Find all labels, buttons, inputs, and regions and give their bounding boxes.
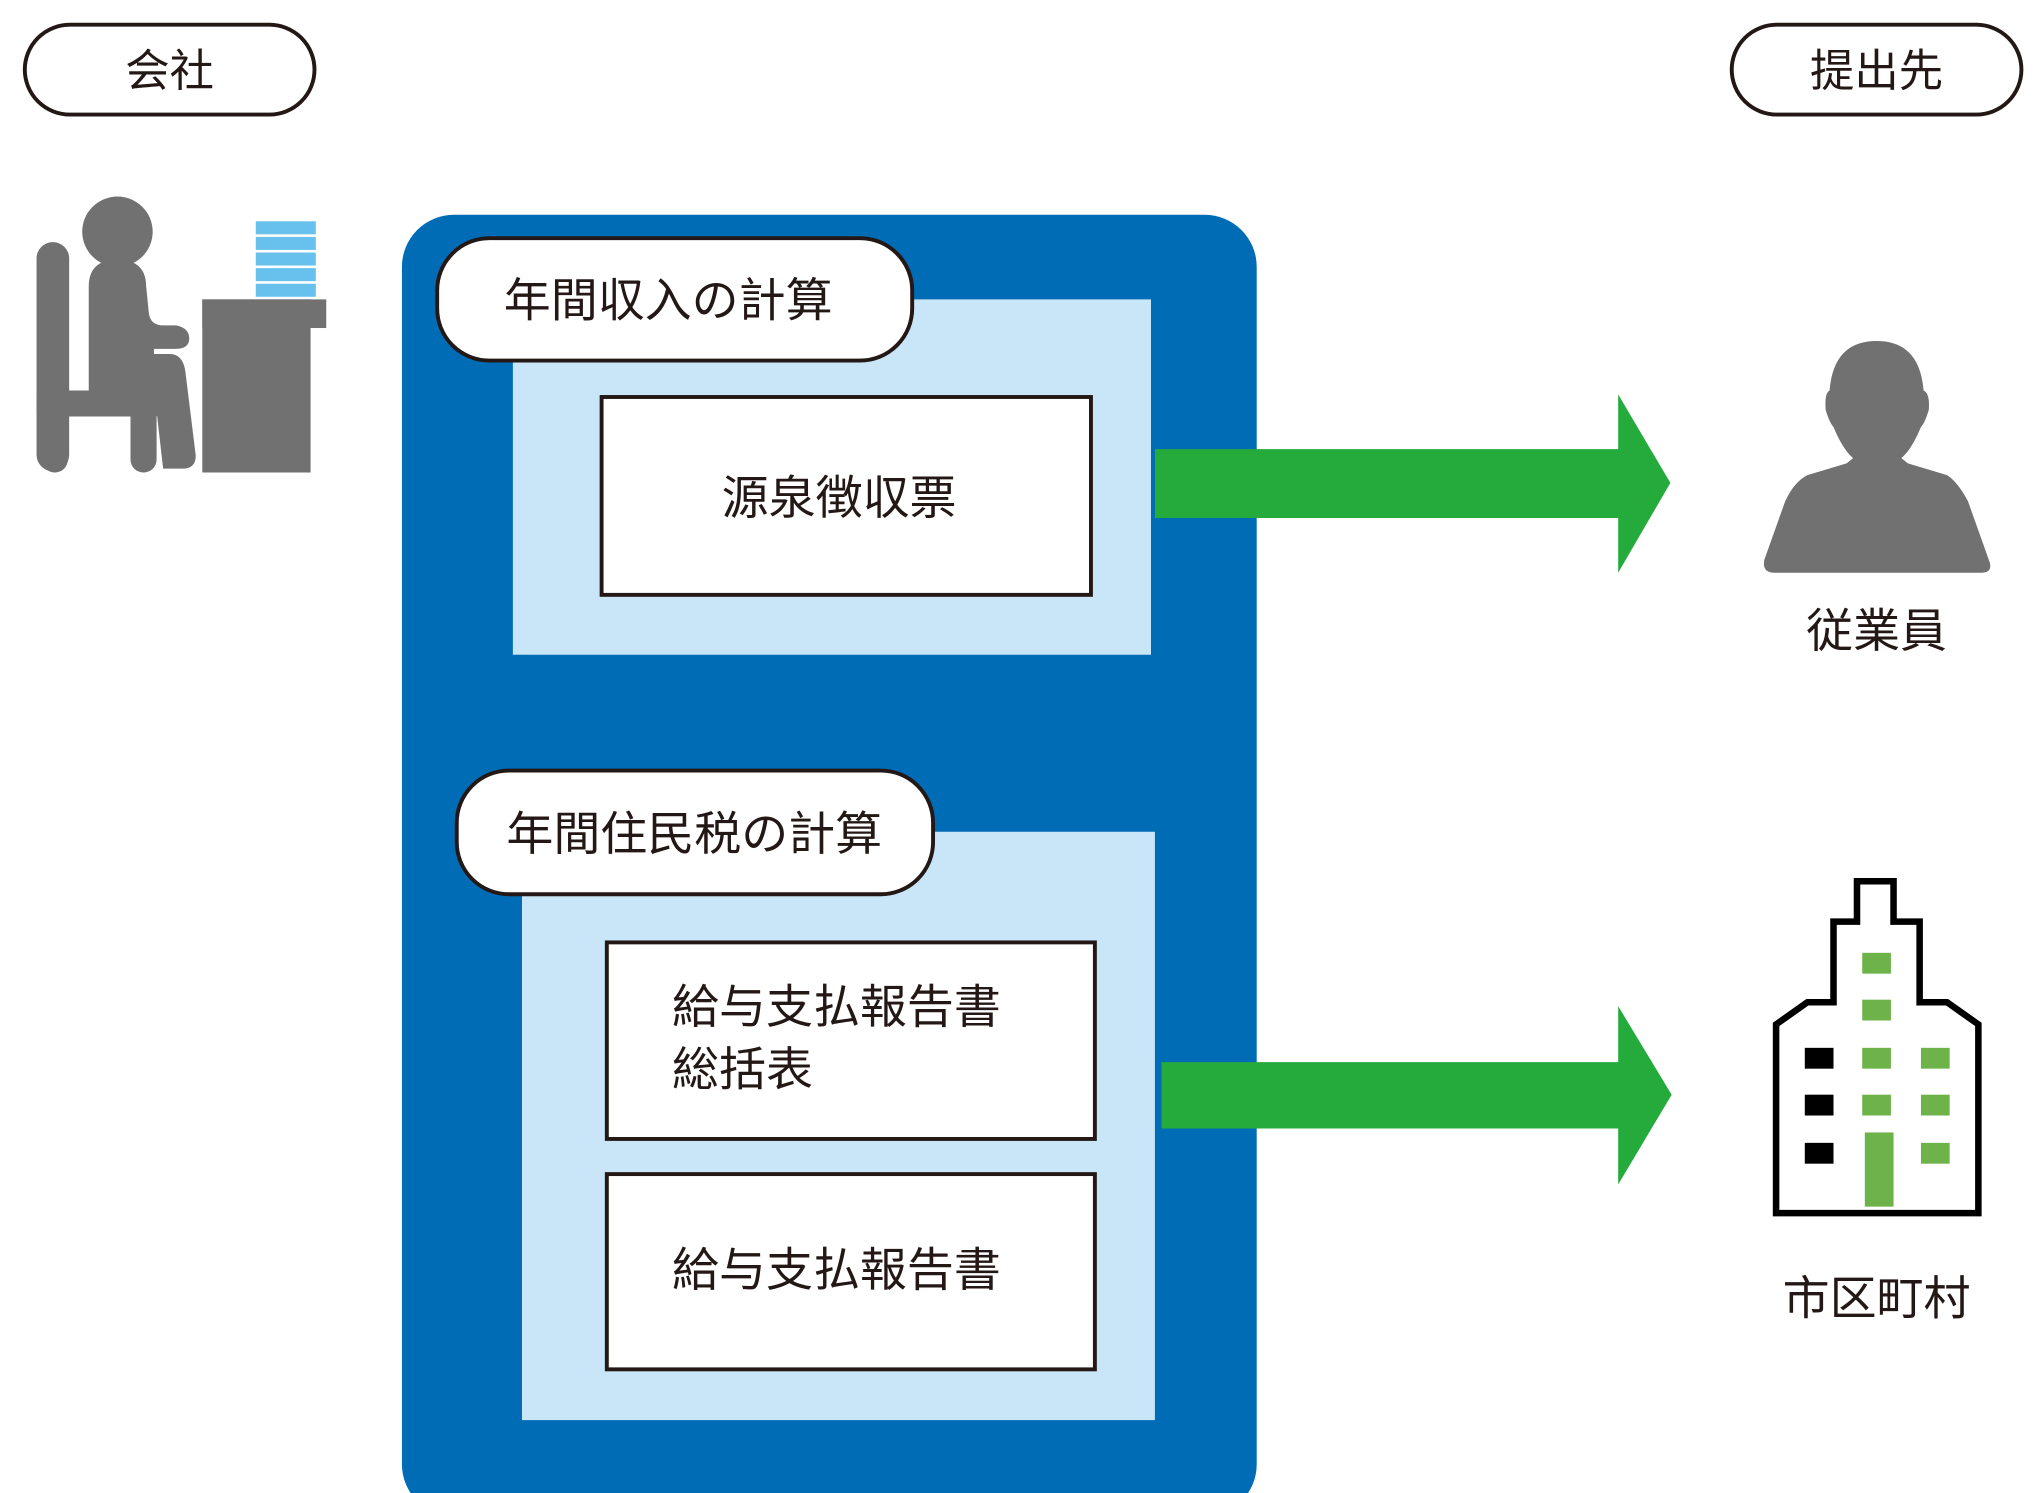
section-title: 年間住民税の計算: [506, 807, 882, 862]
municipality-destination: 市区町村: [1772, 877, 1982, 1327]
document-box: 給与支払報告書: [604, 1172, 1097, 1372]
employee-destination: 従業員: [1763, 341, 1991, 659]
document-box: 源泉徴収票: [599, 395, 1093, 597]
document-label: 給与支払報告書: [672, 1243, 1001, 1298]
document-label-line-2: 総括表: [672, 1043, 813, 1098]
income-calculation-section: 年間収入の計算 源泉徴収票: [435, 236, 1151, 655]
company-header-pill: 会社: [22, 22, 317, 117]
municipality-label: 市区町村: [1783, 1272, 1971, 1327]
arrow-to-employee: [1154, 394, 1671, 573]
section-title-pill: 年間住民税の計算: [454, 768, 936, 897]
destination-header-label: 提出先: [1810, 46, 1943, 97]
document-stack-icon: [255, 221, 316, 297]
section-title: 年間収入の計算: [504, 273, 833, 328]
document-box: 給与支払報告書 総括表: [604, 940, 1097, 1141]
employee-label: 従業員: [1806, 604, 1947, 659]
building-icon: [1772, 877, 1982, 1217]
office-worker-at-desk-icon: [36, 196, 327, 473]
resident-tax-calculation-section: 年間住民税の計算 給与支払報告書 総括表 給与支払報告書: [454, 768, 1155, 1421]
destination-header-pill: 提出先: [1729, 22, 2024, 117]
document-label-line-1: 給与支払報告書: [672, 980, 1001, 1035]
document-label: 源泉徴収票: [722, 471, 957, 526]
arrow-to-municipality: [1161, 1006, 1672, 1185]
company-header-label: 会社: [125, 46, 214, 97]
section-title-pill: 年間収入の計算: [435, 236, 915, 363]
person-icon: [1763, 341, 1991, 573]
